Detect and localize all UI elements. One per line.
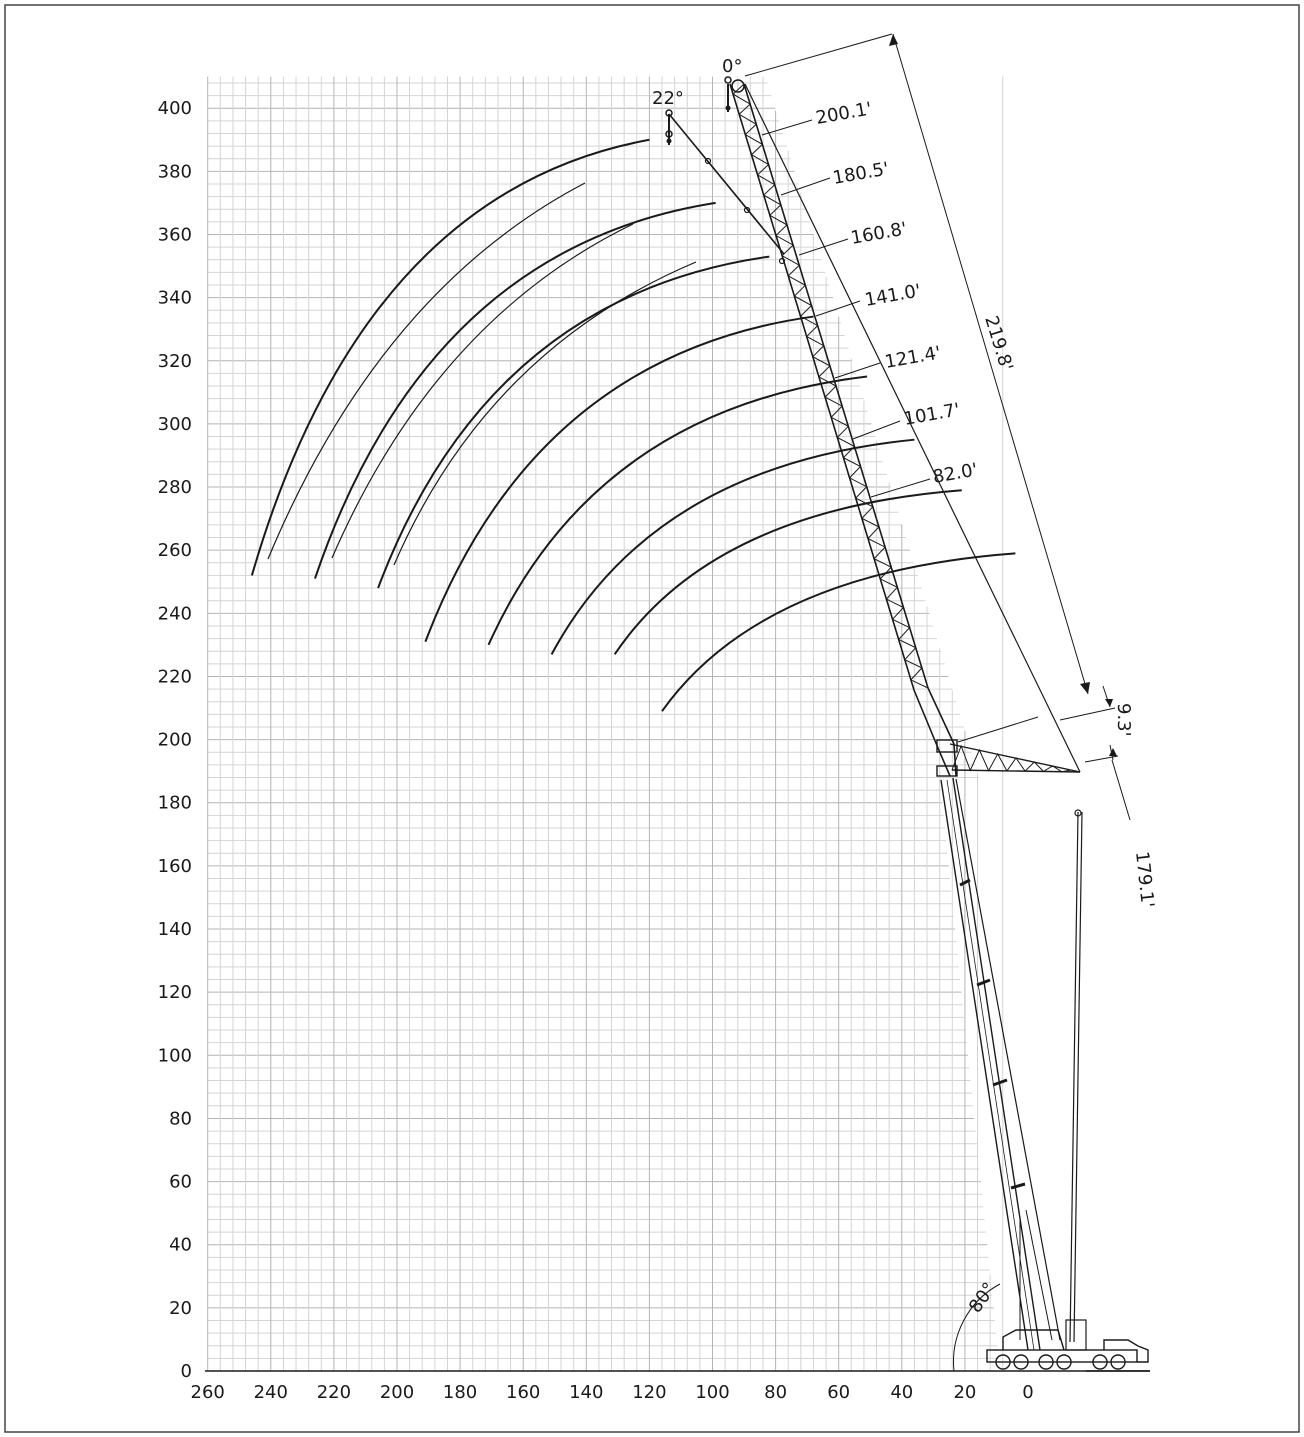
- jib-length-160-8: 160.8': [849, 218, 908, 248]
- y-tick-label: 260: [158, 540, 192, 561]
- x-tick-label: 140: [569, 1382, 603, 1403]
- x-tick-label: 100: [695, 1382, 729, 1403]
- y-tick-label: 160: [158, 856, 192, 877]
- y-tick-label: 220: [158, 666, 192, 687]
- angle-label-80-degree: 80°: [965, 1279, 1001, 1317]
- jib-length-leaders: [761, 119, 931, 498]
- dimension-overall-jib: 219.8': [980, 313, 1017, 373]
- jib-length-141-0: 141.0': [863, 280, 922, 310]
- range-curve: [314, 201, 716, 579]
- y-tick-label: 60: [169, 1172, 192, 1193]
- boom-angle-arc: [953, 1283, 1001, 1372]
- x-tick-label: 180: [443, 1382, 477, 1403]
- inner-arc: [331, 223, 634, 559]
- x-tick-label: 160: [506, 1382, 540, 1403]
- inner-arc: [393, 261, 697, 566]
- y-tick-label: 380: [158, 161, 192, 182]
- y-tick-label: 80: [169, 1108, 192, 1129]
- x-tick-label: 20: [953, 1382, 976, 1403]
- range-curve: [661, 552, 1016, 712]
- range-curve: [250, 138, 650, 576]
- x-tick-label: 80: [764, 1382, 787, 1403]
- jib-length-200-1: 200.1': [814, 98, 873, 128]
- range-curve: [613, 489, 962, 655]
- dimension-lines: [744, 33, 1131, 821]
- dimension-offset: 9.3': [1113, 703, 1134, 737]
- x-tick-label: 40: [890, 1382, 913, 1403]
- y-tick-label: 300: [158, 414, 192, 435]
- x-tick-label: 240: [254, 1382, 288, 1403]
- range-curve: [377, 255, 770, 589]
- working-range-inner-curves: [267, 182, 697, 566]
- y-tick-label: 320: [158, 351, 192, 372]
- y-tick-label: 280: [158, 477, 192, 498]
- angle-label-0-degree: 0°: [722, 56, 742, 77]
- x-tick-label: 60: [827, 1382, 850, 1403]
- dimension-main-boom: 179.1': [1131, 850, 1158, 908]
- y-tick-label: 0: [181, 1361, 192, 1382]
- working-range-curves: [250, 138, 1016, 712]
- y-tick-label: 100: [158, 1045, 192, 1066]
- y-tick-label: 180: [158, 793, 192, 814]
- y-tick-label: 140: [158, 919, 192, 940]
- jib-length-121-4: 121.4': [883, 342, 942, 372]
- y-tick-label: 40: [169, 1235, 192, 1256]
- jib-length-101-7: 101.7': [902, 399, 961, 429]
- x-tick-label: 120: [632, 1382, 666, 1403]
- x-tick-label: 0: [1022, 1382, 1033, 1403]
- jib-length-82-0: 82.0': [931, 459, 979, 488]
- inner-arc: [267, 182, 586, 560]
- y-axis-ticks: 0 20 40 60 80 100 120 140 160 180 200 220 240 260 280 3…: [158, 98, 192, 1382]
- range-curve: [424, 315, 814, 643]
- y-tick-label: 120: [158, 982, 192, 1003]
- crane-carrier: [986, 1319, 1150, 1372]
- y-tick-label: 240: [158, 603, 192, 624]
- y-tick-label: 360: [158, 224, 192, 245]
- y-tick-label: 20: [169, 1298, 192, 1319]
- x-tick-label: 220: [317, 1382, 351, 1403]
- main-boom: [940, 777, 1083, 1351]
- grid: [207, 76, 1004, 1372]
- angle-label-22-degree: 22°: [652, 88, 684, 109]
- y-tick-label: 340: [158, 288, 192, 309]
- y-tick-label: 400: [158, 98, 192, 119]
- lattice-jib: [724, 76, 1081, 777]
- jib-length-180-5: 180.5': [831, 158, 890, 188]
- x-tick-label: 260: [191, 1382, 225, 1403]
- range-curve: [487, 375, 868, 646]
- y-tick-label: 200: [158, 730, 192, 751]
- jib-22-degree-position: [665, 109, 786, 265]
- page-border: [4, 4, 1300, 1433]
- range-curve: [550, 438, 915, 655]
- x-tick-label: 200: [380, 1382, 414, 1403]
